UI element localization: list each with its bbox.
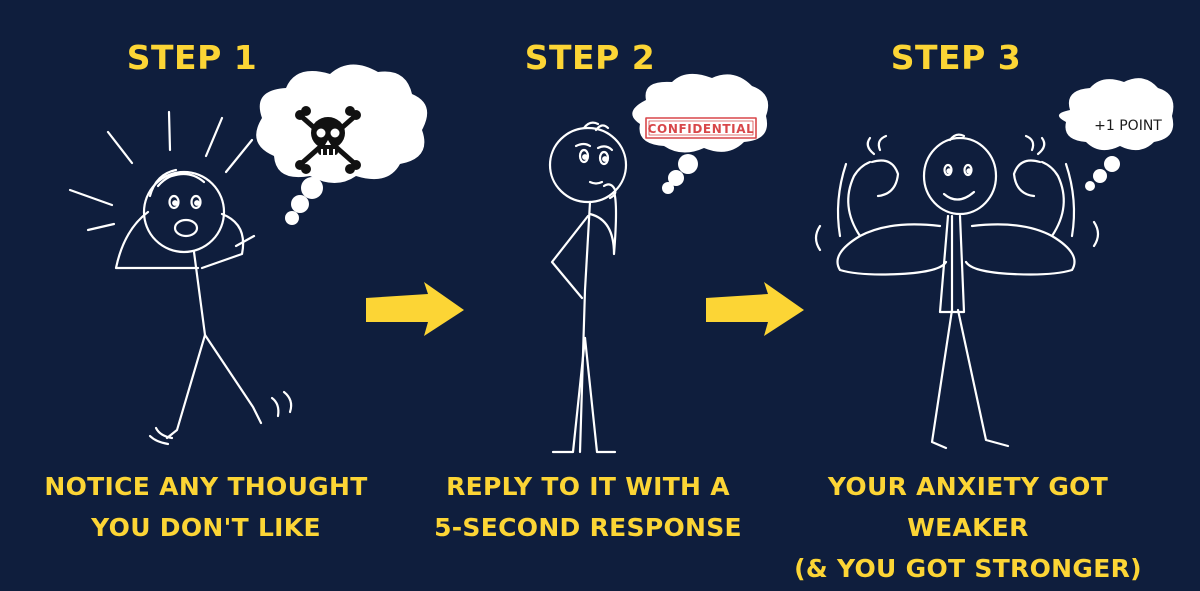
step-1-caption: NOTICE ANY THOUGHT YOU DON'T LIKE (16, 466, 396, 548)
step-1-caption-line-2: YOU DON'T LIKE (91, 513, 321, 542)
step-2-thought-bubble (632, 73, 769, 194)
plus-one-point-text: +1 POINT (1094, 118, 1162, 134)
step-3-caption-line-1: YOUR ANXIETY GOT WEAKER (827, 472, 1109, 542)
confidential-stamp-text: CONFIDENTIAL (648, 122, 755, 136)
arrow-right-icon-2 (706, 282, 804, 336)
step-3-figure (814, 133, 1100, 450)
step-1-figure (68, 110, 293, 446)
step-3-thought-bubble (1058, 78, 1174, 191)
step-1-caption-line-1: NOTICE ANY THOUGHT (44, 472, 368, 501)
skull-crossbones-icon (295, 106, 361, 174)
step-1-title: STEP 1 (126, 38, 258, 77)
step-3-title: STEP 3 (890, 38, 1022, 77)
step-2-title: STEP 2 (524, 38, 656, 77)
step-2-caption-line-1: REPLY TO IT WITH A (446, 472, 730, 501)
confidential-stamp (645, 117, 757, 139)
step-2-figure (548, 121, 628, 454)
step-1-thought-bubble (256, 64, 428, 225)
step-3-caption-line-2: (& YOU GOT STRONGER) (794, 554, 1142, 583)
step-2-caption: REPLY TO IT WITH A 5-SECOND RESPONSE (398, 466, 778, 548)
arrow-right-icon-1 (366, 282, 464, 336)
step-2-caption-line-2: 5-SECOND RESPONSE (434, 513, 742, 542)
step-3-caption: YOUR ANXIETY GOT WEAKER (& YOU GOT STRON… (768, 466, 1168, 589)
